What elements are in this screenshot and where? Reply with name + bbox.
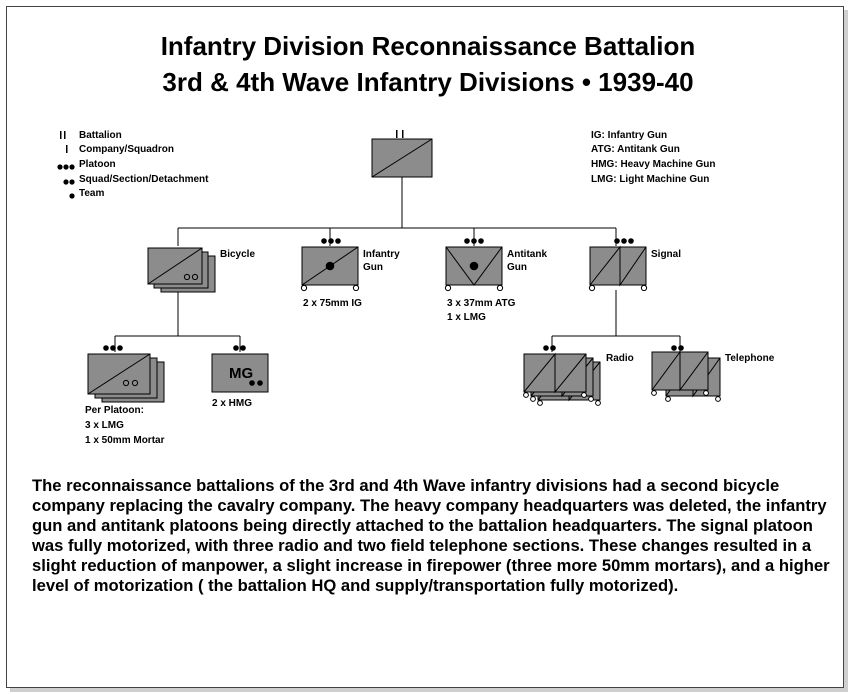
radio-label: Radio [606,353,634,364]
infantry-gun-equipment: 2 x 75mm IG [303,298,362,309]
diagram-title: Infantry Division Reconnaissance Battali… [160,31,696,61]
abbr-atg: ATG: Antitank Gun [591,144,680,155]
bicycle-platoons-symbol [87,345,165,403]
mg-symbol-text: MG [229,365,253,382]
size-legend: Battalion Company/Squadron Platoon Squad… [57,130,209,199]
abbr-lmg: LMG: Light Machine Gun [591,174,709,185]
diagram-subtitle: 3rd & 4th Wave Infantry Divisions • 1939… [162,67,694,97]
signal-platoon-symbol [588,238,648,292]
antitank-equipment-2: 1 x LMG [447,312,486,323]
mg-section-symbol [211,345,269,393]
antitank-platoon-symbol [444,238,504,292]
telephone-sections-symbol [651,345,721,402]
antitank-equipment-1: 3 x 37mm ATG [447,298,516,309]
telephone-label: Telephone [725,353,775,364]
antitank-label-1: Antitank [507,249,547,260]
battalion-hq-symbol [371,130,433,178]
bicycle-platoon-equipment-3: 1 x 50mm Mortar [85,435,165,446]
infantry-gun-label-2: Gun [363,262,383,273]
abbreviation-legend: IG: Infantry Gun ATG: Antitank Gun HMG: … [591,130,715,185]
antitank-label-2: Gun [507,262,527,273]
legend-battalion: Battalion [79,130,122,141]
platoon-size-icon [57,164,75,170]
legend-company: Company/Squadron [79,144,174,155]
radio-sections-symbol [523,345,601,406]
mg-equipment: 2 x HMG [212,398,252,409]
signal-label: Signal [651,249,681,260]
abbr-ig: IG: Infantry Gun [591,130,667,141]
abbr-hmg: HMG: Heavy Machine Gun [591,159,715,170]
infantry-gun-label-1: Infantry [363,249,400,260]
bicycle-company-symbol [147,247,216,293]
company-size-icon [66,145,68,153]
description-text: The reconnaissance battalions of the 3rd… [32,476,830,595]
battalion-size-icon [60,131,66,139]
infantry-gun-platoon-symbol [300,238,360,292]
bicycle-platoon-equipment-1: Per Platoon: [85,405,144,416]
team-size-icon [69,193,75,199]
bicycle-platoon-equipment-2: 3 x LMG [85,420,124,431]
bicycle-label: Bicycle [220,249,255,260]
squad-size-icon [63,179,75,185]
legend-squad: Squad/Section/Detachment [79,174,209,185]
legend-platoon: Platoon [79,159,116,170]
legend-team: Team [79,188,104,199]
diagram-frame [6,6,844,688]
